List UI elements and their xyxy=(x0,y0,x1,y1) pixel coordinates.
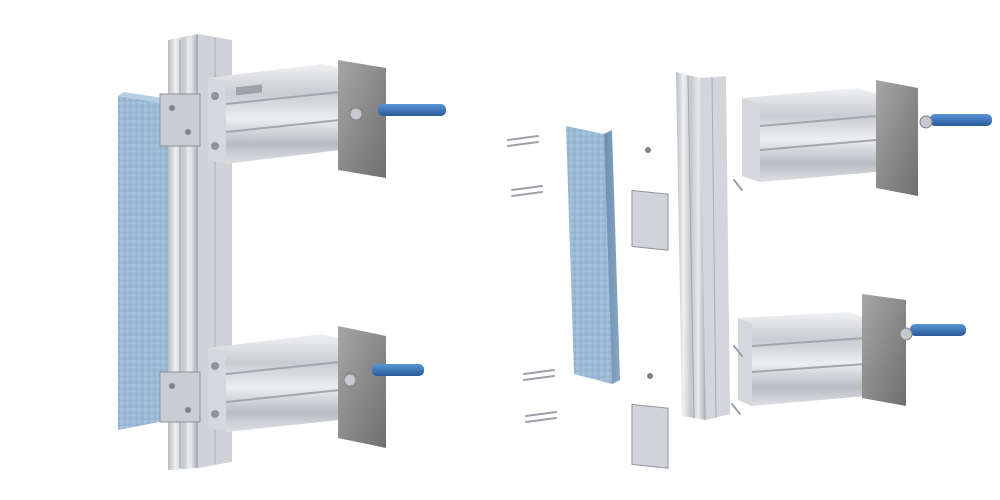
upper-wall-bracket xyxy=(208,64,341,164)
upper-panel-clamp xyxy=(159,93,201,147)
rivets-set xyxy=(507,135,557,423)
exploded-lower-dowel xyxy=(899,324,966,341)
upper-anchor-dowel xyxy=(349,104,446,121)
exploded-vertical-profile xyxy=(676,72,730,420)
exploded-lower-gasket xyxy=(862,294,906,406)
lower-wall-bracket xyxy=(208,334,341,432)
self-tapping-screws xyxy=(731,179,743,415)
lower-panel-clamp xyxy=(159,371,201,423)
exploded-lower-clamp xyxy=(631,373,669,469)
exploded-upper-clamp xyxy=(631,147,669,251)
assembled-view xyxy=(118,34,446,470)
lower-gasket-plate xyxy=(338,326,386,448)
exploded-view xyxy=(507,72,992,469)
lower-anchor-dowel xyxy=(343,364,424,387)
exploded-lower-bracket xyxy=(738,312,867,406)
exploded-upper-gasket xyxy=(876,80,918,196)
exploded-upper-bracket xyxy=(742,88,877,182)
upper-gasket-plate xyxy=(338,60,386,178)
exploded-facade-panel xyxy=(566,126,620,384)
exploded-upper-dowel xyxy=(919,114,992,129)
